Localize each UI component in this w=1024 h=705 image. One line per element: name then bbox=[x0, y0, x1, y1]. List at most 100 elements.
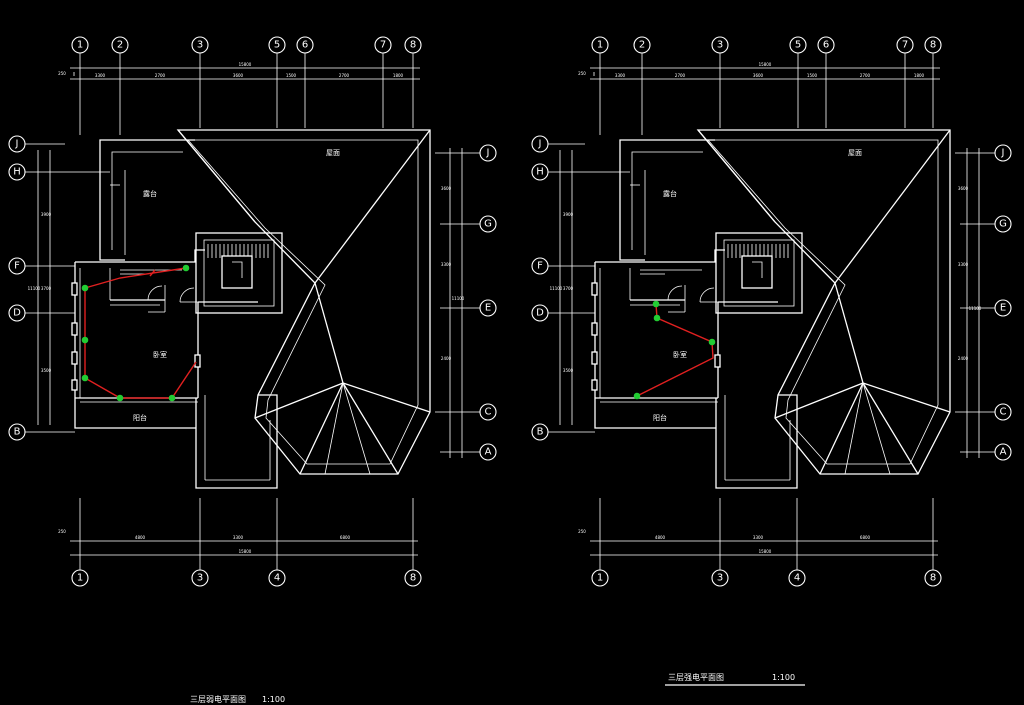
dimension-top-seg-5: 2700 bbox=[860, 73, 871, 78]
outlet-marker bbox=[653, 314, 661, 322]
grid-bubble-top-2: 2 bbox=[111, 36, 129, 54]
outlet-marker bbox=[182, 264, 190, 272]
dimension-top-seg-3: 3600 bbox=[233, 73, 244, 78]
grid-bubble-left-H: H bbox=[8, 163, 26, 181]
grid-axis-right: J G E C A bbox=[479, 144, 497, 461]
svg-text:8: 8 bbox=[410, 573, 416, 584]
grid-bubble-top-7: 7 bbox=[896, 36, 914, 54]
bedroom-walls bbox=[591, 249, 725, 429]
drawing-title-left: 三层弱电平面图 1:100 bbox=[190, 694, 285, 704]
dimension-left-total: 11100 bbox=[550, 286, 563, 291]
svg-text:1: 1 bbox=[597, 573, 603, 584]
wiring-left bbox=[84, 267, 197, 399]
svg-text:E: E bbox=[485, 303, 491, 314]
dimension-bottom-seg-3: 6800 bbox=[860, 535, 871, 540]
grid-bubble-right-E: E bbox=[479, 299, 497, 317]
svg-text:6: 6 bbox=[823, 40, 829, 51]
grid-bubble-right-G: G bbox=[994, 215, 1012, 233]
grid-bubble-top-3: 3 bbox=[191, 36, 209, 54]
grid-axis-top: 1 2 3 5 6 7 8 bbox=[71, 36, 422, 54]
dimension-right-seg-2: 3300 bbox=[441, 262, 452, 267]
grid-bubble-top-7: 7 bbox=[374, 36, 392, 54]
svg-text:1: 1 bbox=[77, 40, 83, 51]
grid-bubble-left-D: D bbox=[531, 304, 549, 322]
grid-bubble-top-2: 2 bbox=[633, 36, 651, 54]
grid-axis-bottom: 1 3 4 8 bbox=[591, 569, 942, 587]
grid-bubble-left-F: F bbox=[531, 257, 549, 275]
svg-text:B: B bbox=[537, 427, 544, 438]
grid-bubble-right-C: C bbox=[479, 403, 497, 421]
grid-bubble-bottom-1: 1 bbox=[71, 569, 89, 587]
dimension-top: 15800 250 3300 2700 3600 1500 2700 1800 bbox=[58, 62, 420, 80]
room-label-roof: 屋面 bbox=[326, 149, 340, 157]
svg-text:3: 3 bbox=[197, 573, 203, 584]
grid-axis-bottom: 1 3 4 8 bbox=[71, 569, 422, 587]
grid-bubble-right-G: G bbox=[479, 215, 497, 233]
outlet-marker bbox=[116, 394, 124, 402]
dimension-bottom-offset: 250 bbox=[578, 529, 586, 534]
grid-bubble-right-J: J bbox=[479, 144, 497, 162]
outlet-marker bbox=[168, 394, 176, 402]
outlet-marker bbox=[633, 392, 641, 400]
svg-text:F: F bbox=[14, 261, 20, 272]
room-label-bedroom: 卧室 bbox=[153, 350, 167, 359]
lower-block bbox=[715, 301, 798, 489]
dimension-left-seg-1: 3900 bbox=[563, 212, 574, 217]
dimension-right-seg-1: 3600 bbox=[958, 186, 969, 191]
grid-bubble-top-8: 8 bbox=[404, 36, 422, 54]
dimension-left: 3900 11100 3700 3500 bbox=[550, 212, 574, 373]
floor-plan-right: 1 2 3 5 6 7 8 15800 250 3300 2 bbox=[531, 36, 1012, 686]
svg-text:5: 5 bbox=[274, 40, 280, 51]
dimension-top-seg-6: 1800 bbox=[393, 73, 404, 78]
outlet-marker bbox=[81, 284, 89, 292]
svg-text:A: A bbox=[485, 447, 492, 458]
svg-text:2: 2 bbox=[117, 40, 123, 51]
svg-text:8: 8 bbox=[930, 573, 936, 584]
grid-bubble-bottom-4: 4 bbox=[788, 569, 806, 587]
dimension-right-total: 11100 bbox=[969, 306, 982, 311]
dimension-left: 3900 11100 3700 3500 bbox=[28, 212, 52, 373]
room-label-terrace: 阳台 bbox=[653, 413, 667, 422]
dimension-top-seg-2: 2700 bbox=[675, 73, 686, 78]
grid-bubble-bottom-4: 4 bbox=[268, 569, 286, 587]
dimension-bottom-seg-2: 3300 bbox=[753, 535, 764, 540]
dimension-top-seg-5: 2700 bbox=[339, 73, 350, 78]
grid-bubble-top-5: 5 bbox=[789, 36, 807, 54]
dimension-top-seg-4: 1500 bbox=[807, 73, 818, 78]
dimension-top: 15800 250 3300 2700 3600 1500 2700 1800 bbox=[578, 62, 940, 80]
dimension-left-seg-3: 3500 bbox=[563, 368, 574, 373]
svg-text:C: C bbox=[1000, 407, 1007, 418]
svg-text:J: J bbox=[1001, 148, 1005, 159]
dimension-bottom: 250 4800 3300 6800 15800 bbox=[58, 498, 418, 570]
grid-lines-top bbox=[599, 53, 934, 135]
svg-text:4: 4 bbox=[794, 573, 800, 584]
dimension-left-total: 11100 bbox=[28, 286, 41, 291]
svg-text:1: 1 bbox=[597, 40, 603, 51]
dimension-top-total: 15800 bbox=[759, 62, 772, 67]
dimension-bottom-seg-2: 3300 bbox=[233, 535, 244, 540]
grid-bubble-left-H: H bbox=[531, 163, 549, 181]
dimension-left-seg-2: 3700 bbox=[41, 286, 52, 291]
room-label-terrace: 阳台 bbox=[133, 413, 147, 422]
staircase bbox=[715, 232, 803, 314]
dimension-top-seg-3: 3600 bbox=[753, 73, 764, 78]
svg-text:8: 8 bbox=[930, 40, 936, 51]
grid-bubble-top-8: 8 bbox=[924, 36, 942, 54]
roof-outline bbox=[176, 129, 431, 475]
dimension-top-offset: 250 bbox=[58, 71, 66, 76]
outlet-marker bbox=[708, 338, 716, 346]
svg-text:J: J bbox=[486, 148, 490, 159]
electrical-outlets-left bbox=[81, 264, 190, 402]
room-label-bedroom: 卧室 bbox=[673, 350, 687, 359]
svg-text:3: 3 bbox=[717, 573, 723, 584]
electrical-outlets-right bbox=[633, 300, 716, 400]
grid-lines-right bbox=[955, 148, 995, 458]
grid-axis-left: J H F D B bbox=[531, 135, 549, 441]
grid-bubble-top-5: 5 bbox=[268, 36, 286, 54]
svg-text:7: 7 bbox=[380, 40, 386, 51]
drawing-scale: 1:100 bbox=[262, 695, 285, 704]
room-label-balcony: 露台 bbox=[143, 189, 157, 198]
dimension-top-seg-6: 1800 bbox=[914, 73, 925, 78]
dimension-right: 3600 3300 11100 2400 bbox=[441, 186, 465, 361]
dimension-right-seg-2: 3300 bbox=[958, 262, 969, 267]
